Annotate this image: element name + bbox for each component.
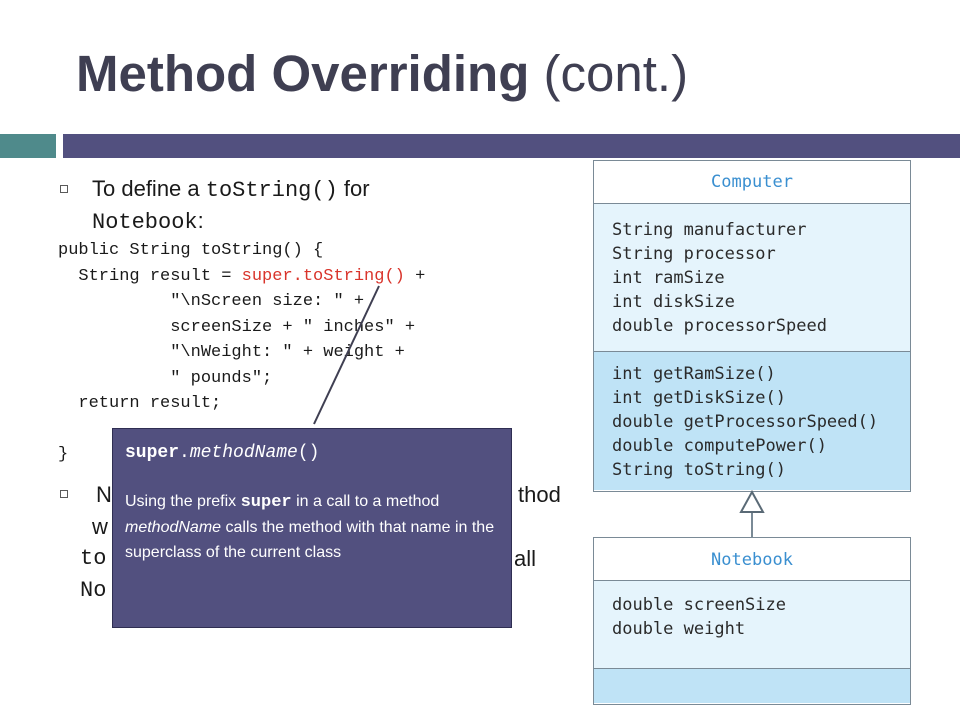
bullet-1-code-tostring: toString() <box>205 178 338 203</box>
bullet-2-fragment: No <box>80 578 107 603</box>
bullet-2-fragment: thod <box>518 482 561 507</box>
uml-class-name: Notebook <box>594 538 910 580</box>
code-block: public String toString() { String result… <box>58 238 425 468</box>
code-line: "\nScreen size: " + <box>58 292 365 311</box>
bullet-1-text-for: for <box>337 176 370 201</box>
uml-method: double computePower() <box>612 436 827 456</box>
bullet-1-line-1: To define a toString() for <box>92 176 370 203</box>
code-line: " pounds"; <box>58 368 273 388</box>
callout-body-text: in a call to a method <box>291 493 440 510</box>
callout-body-keyword: super <box>240 493 292 512</box>
uml-class-notebook: Notebook double screenSize double weight <box>593 537 911 705</box>
bullet-2-fragment: all <box>514 546 537 571</box>
bullet-1-text: To define a <box>92 176 206 201</box>
callout-body-text: calls the method with that name in the s… <box>125 519 495 561</box>
uml-method: double getProcessorSpeed() <box>612 412 879 432</box>
slide-title: Method Overriding (cont.) <box>76 44 688 103</box>
bullet-marker <box>60 185 68 193</box>
bullet-1-code-notebook: Notebook <box>92 210 198 235</box>
uml-attribute: String manufacturer <box>612 220 807 240</box>
bullet-1-colon: : <box>197 208 204 233</box>
uml-attributes: String manufacturer String processor int… <box>594 203 910 351</box>
code-line: } <box>58 445 69 464</box>
slide-title-suffix: (cont.) <box>543 45 689 102</box>
uml-class-name: Computer <box>594 161 910 203</box>
uml-attribute: int diskSize <box>612 292 735 312</box>
uml-class-computer: Computer String manufacturer String proc… <box>593 160 911 492</box>
header-band <box>63 134 960 158</box>
uml-attribute: double processorSpeed <box>612 316 827 336</box>
uml-methods <box>594 668 910 703</box>
super-callout: super.methodName() Using the prefix supe… <box>112 428 512 628</box>
callout-keyword: super <box>125 443 180 463</box>
callout-heading: super.methodName() <box>125 443 499 463</box>
callout-body: Using the prefix super in a call to a me… <box>125 489 499 565</box>
callout-body-method: methodName <box>125 519 222 536</box>
uml-inheritance-arrowhead <box>739 489 765 513</box>
bullet-2-fragment: w <box>92 514 108 539</box>
uml-method: int getDiskSize() <box>612 388 786 408</box>
uml-attribute: double screenSize <box>612 595 786 615</box>
uml-methods: int getRamSize() int getDiskSize() doubl… <box>594 351 910 490</box>
uml-method: int getRamSize() <box>612 364 776 384</box>
bullet-2-fragment: N <box>96 482 112 507</box>
code-line: + <box>404 266 426 286</box>
bullet-marker <box>60 490 68 498</box>
callout-method: methodName <box>189 443 298 463</box>
slide-title-main: Method Overriding <box>76 45 530 102</box>
uml-attributes: double screenSize double weight <box>594 580 910 668</box>
code-line: String result = <box>58 266 242 286</box>
code-line: return result; <box>58 394 222 413</box>
header-band-accent <box>0 134 56 158</box>
uml-method: String toString() <box>612 460 786 480</box>
bullet-2-fragment: to <box>80 546 107 571</box>
callout-parens: () <box>297 443 320 463</box>
callout-pointer-line <box>313 285 380 425</box>
code-line: public String toString() { <box>58 241 324 260</box>
uml-attribute: String processor <box>612 244 776 264</box>
uml-attribute: int ramSize <box>612 268 725 288</box>
code-highlight-super-call: super.toString() <box>241 266 405 286</box>
bullet-1-line-2: Notebook: <box>92 208 204 235</box>
callout-dot: . <box>179 443 190 463</box>
callout-body-text: Using the prefix <box>125 493 241 510</box>
uml-attribute: double weight <box>612 619 746 639</box>
code-line: "\nWeight: " + weight + <box>58 343 405 362</box>
